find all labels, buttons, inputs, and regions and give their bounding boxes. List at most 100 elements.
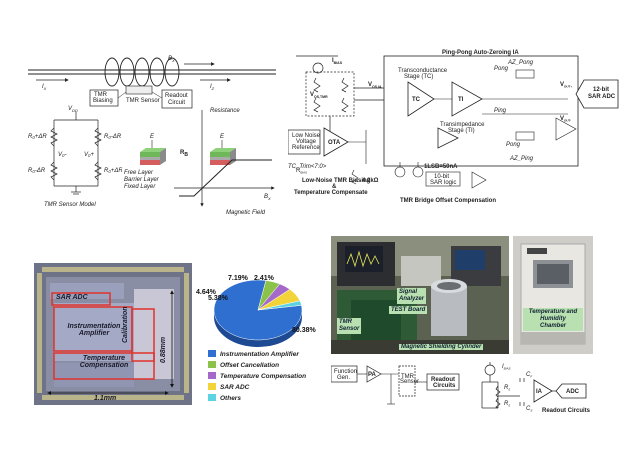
legend-swatch xyxy=(208,361,216,368)
svg-text:R₀+ΔR: R₀+ΔR xyxy=(28,134,47,140)
svg-text:PA: PA xyxy=(368,372,377,378)
svg-text:Magnetic Field: Magnetic Field xyxy=(226,210,266,216)
legend-swatch xyxy=(208,394,216,401)
svg-text:IBIAS: IBIAS xyxy=(332,58,343,65)
svg-text:BX: BX xyxy=(264,194,271,201)
coil-windings xyxy=(104,57,180,87)
chip-micrograph: SAR ADC Instrumentation Amplifier Calibr… xyxy=(34,263,192,405)
legend-swatch xyxy=(208,372,216,379)
svg-text:Fixed Layer: Fixed Layer xyxy=(124,184,156,190)
sar-logic-box xyxy=(425,171,461,187)
svg-text:Resistance: Resistance xyxy=(210,108,240,114)
svg-text:CF: CF xyxy=(526,372,532,379)
svg-text:AZ_Ping: AZ_Ping xyxy=(509,156,534,162)
svg-text:R₀-ΔR: R₀-ΔR xyxy=(28,168,46,174)
voltage-reference-box xyxy=(288,129,321,155)
ti-amplifier xyxy=(451,81,483,117)
legend-label: SAR ADC xyxy=(220,384,250,391)
svg-text:OTA: OTA xyxy=(328,140,341,146)
svg-text:VOS,IA: VOS,IA xyxy=(368,82,382,89)
svg-text:TI: TI xyxy=(458,97,464,103)
calibration-region xyxy=(131,308,155,362)
layer-stack-parallel: E xyxy=(140,134,166,165)
lab-setup-photo: Signal Analyzer TEST Board TMR Sensor Ma… xyxy=(331,236,509,354)
readout-circuit-box xyxy=(161,89,193,109)
dim-width-label: 1.1mm xyxy=(94,395,117,402)
adc-block xyxy=(555,383,587,399)
ix-label: IX xyxy=(42,84,47,91)
svg-text:ADC: ADC xyxy=(566,389,580,395)
svg-text:BX: BX xyxy=(168,56,175,63)
legend-swatch xyxy=(208,383,216,390)
svg-text:E: E xyxy=(150,134,155,140)
svg-text:CS: CS xyxy=(526,406,532,413)
svg-text:VOUT+: VOUT+ xyxy=(560,82,572,89)
svg-text:IBIAS: IBIAS xyxy=(502,364,511,371)
pie-value-label: 2.41% xyxy=(254,275,275,282)
pie-value-label: 80.38% xyxy=(292,327,317,334)
svg-text:R₀-ΔR: R₀-ΔR xyxy=(104,134,122,140)
svg-text:Low-Noise TMR Biasing&Temperat: Low-Noise TMR Biasing&Temperature Compen… xyxy=(294,178,371,196)
shield-label: Magnetic Shielding Cylinder xyxy=(399,344,484,350)
svg-text:VOUT-: VOUT- xyxy=(560,116,571,123)
svg-text:TC: TC xyxy=(412,97,421,103)
bond-pads xyxy=(37,267,189,400)
bridge-model xyxy=(50,112,102,195)
shielding-cylinder xyxy=(431,279,467,336)
svg-text:VOS,TMR: VOS,TMR xyxy=(310,92,328,99)
svg-text:Pong: Pong xyxy=(506,142,521,148)
svg-text:IZ: IZ xyxy=(210,84,215,91)
svg-text:RB: RB xyxy=(180,150,188,158)
tmr-sensor-chip xyxy=(125,85,153,95)
sar-adc-block xyxy=(575,79,619,109)
temp-comp-region xyxy=(53,352,155,380)
svg-text:R0: R0 xyxy=(504,401,510,408)
power-breakdown-pie-chart: 80.38%5.38%4.64%7.19%2.41%Instrumentatio… xyxy=(196,275,317,402)
svg-text:Ping: Ping xyxy=(494,108,507,114)
svg-text:IA: IA xyxy=(536,389,543,395)
legend-label: Temperature Compensation xyxy=(220,373,306,380)
resistance-curve xyxy=(174,110,275,207)
layer-stack-antiparallel: E xyxy=(210,134,236,165)
svg-text:VDD: VDD xyxy=(68,106,78,113)
svg-text:AZ_Pong: AZ_Pong xyxy=(507,60,534,66)
sar-adc-region xyxy=(51,292,111,306)
pie-value-label: 4.64% xyxy=(196,289,217,296)
svg-text:Pong: Pong xyxy=(494,66,509,72)
model-caption: TMR Sensor Model xyxy=(44,202,96,208)
svg-text:E: E xyxy=(220,134,225,140)
legend-label: Others xyxy=(220,395,241,402)
readout-circuit-schematic: Ping-Pong Auto-Zeroing IA IBIAS VOS,TMR … xyxy=(288,50,619,204)
svg-text:Free Layer: Free Layer xyxy=(124,170,154,176)
ia-outline xyxy=(383,55,579,167)
signal-analyzer-label: Signal Analyzer xyxy=(397,288,427,304)
readout-diagram: IA ADC IBIAS R0 R0 CF CS Readout Circuit… xyxy=(481,362,591,414)
svg-text:1LSB=50nA: 1LSB=50nA xyxy=(424,164,458,170)
tmr-sensor-label: TMR Sensor xyxy=(337,318,362,334)
svg-text:4.2kΩ: 4.2kΩ xyxy=(362,178,379,184)
svg-text:R₀+ΔR: R₀+ΔR xyxy=(104,168,123,174)
svg-text:TC_Trim<7:0>: TC_Trim<7:0> xyxy=(288,164,327,170)
svg-text:TMR Sensor: TMR Sensor xyxy=(126,98,160,104)
chamber-label: Temperature and Humidity Chamber xyxy=(523,308,583,331)
pie-slice-others xyxy=(257,300,302,311)
svg-text:R0: R0 xyxy=(504,385,510,392)
ia-amp xyxy=(533,379,553,403)
legend-label: Instrumentation Amplifier xyxy=(220,351,299,358)
svg-text:Barrier Layer: Barrier Layer xyxy=(124,177,160,183)
svg-text:V₀+: V₀+ xyxy=(84,152,95,158)
svg-text:RBIAS: RBIAS xyxy=(296,168,307,175)
svg-text:V₀-: V₀- xyxy=(58,152,67,158)
tc-amplifier xyxy=(407,81,435,117)
